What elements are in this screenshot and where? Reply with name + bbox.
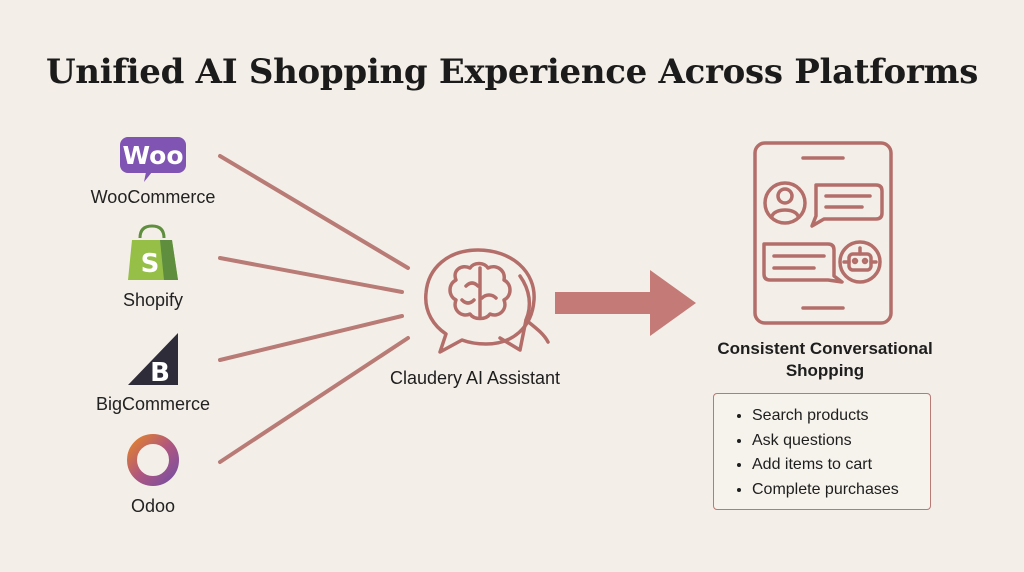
platform-label-odoo: Odoo <box>130 496 176 516</box>
platform-label-shopify: Shopify <box>122 290 184 310</box>
result-title-line1: Consistent Conversational <box>717 339 933 358</box>
feature-item: Search products <box>752 404 930 429</box>
odoo-ring-icon <box>127 434 179 486</box>
flow-arrow-icon <box>555 270 696 336</box>
bigcommerce-logo-text: B <box>150 358 170 388</box>
assistant-label: Claudery AI Assistant <box>389 368 561 388</box>
result-title-line2: Shopping <box>785 361 865 380</box>
shopify-bag-icon: S <box>128 224 178 280</box>
connector-line-shopify <box>218 256 404 294</box>
features-list: Search products Ask questions Add items … <box>714 394 930 502</box>
tablet-chat-icon <box>753 141 893 325</box>
connector-line-bigcommerce <box>218 314 404 362</box>
page-title: Unified AI Shopping Experience Across Pl… <box>45 52 979 92</box>
woocommerce-logo-icon: Woo <box>120 137 186 182</box>
connector-line-woocommerce <box>218 154 410 270</box>
feature-item: Complete purchases <box>752 478 930 503</box>
features-box: Search products Ask questions Add items … <box>713 393 931 510</box>
bigcommerce-logo-icon: B <box>128 333 178 388</box>
platform-label-woocommerce: WooCommerce <box>90 187 216 207</box>
feature-item: Ask questions <box>752 429 930 454</box>
result-title: Consistent Conversational Shopping <box>690 338 960 382</box>
feature-item: Add items to cart <box>752 453 930 478</box>
shopify-logo-text: S <box>141 249 160 279</box>
woocommerce-logo-text: Woo <box>122 141 183 170</box>
brain-chat-icon <box>424 248 550 354</box>
connector-line-odoo <box>218 336 410 464</box>
platform-label-bigcommerce: BigCommerce <box>95 394 211 414</box>
